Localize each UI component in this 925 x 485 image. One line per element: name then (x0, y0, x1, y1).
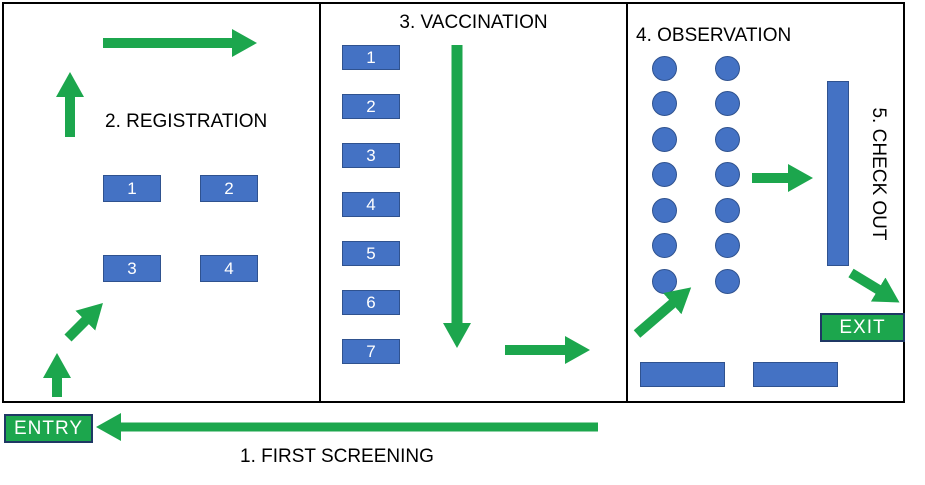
registration-desk-1: 1 (103, 175, 161, 202)
vaccination-booth-7: 7 (342, 339, 400, 364)
observation-seat (715, 162, 740, 187)
registration-desk-3: 3 (103, 255, 161, 282)
observation-bench-right (753, 362, 838, 387)
vaccination-booth-4: 4 (342, 192, 400, 217)
observation-seat (652, 268, 677, 294)
registration-vaccination-wall (319, 2, 321, 403)
exit-sign: EXIT (820, 313, 905, 342)
observation-seat (652, 233, 677, 258)
vaccination-booth-2: 2 (342, 94, 400, 119)
registration-desk-4: 4 (200, 255, 258, 282)
observation-seat (652, 197, 677, 223)
check-out-title: 5. CHECK OUT (868, 107, 889, 241)
registration-title: 2. REGISTRATION (105, 111, 268, 132)
observation-seat (715, 197, 740, 223)
building-outline (2, 2, 905, 403)
vaccination-title: 3. VACCINATION (399, 12, 548, 33)
vaccination-booth-3: 3 (342, 143, 400, 168)
vaccination-booth-5: 5 (342, 241, 400, 266)
observation-seat (715, 91, 740, 116)
observation-seat (652, 91, 677, 116)
check-out-desk (827, 81, 849, 266)
observation-seat (652, 55, 677, 81)
entry-sign: ENTRY (4, 414, 93, 443)
observation-seat (652, 162, 677, 187)
first-screening-title: 1. FIRST SCREENING (240, 446, 434, 467)
observation-seat (715, 268, 740, 294)
vaccination-booth-6: 6 (342, 290, 400, 315)
observation-seat (715, 126, 740, 152)
observation-seat (715, 233, 740, 258)
observation-seat (715, 55, 740, 81)
observation-bench-left (640, 362, 725, 387)
vaccination-observation-wall (626, 2, 628, 403)
observation-title: 4. OBSERVATION (636, 25, 792, 46)
registration-desk-2: 2 (200, 175, 258, 202)
vaccination-booth-1: 1 (342, 45, 400, 70)
observation-seat (652, 126, 677, 152)
